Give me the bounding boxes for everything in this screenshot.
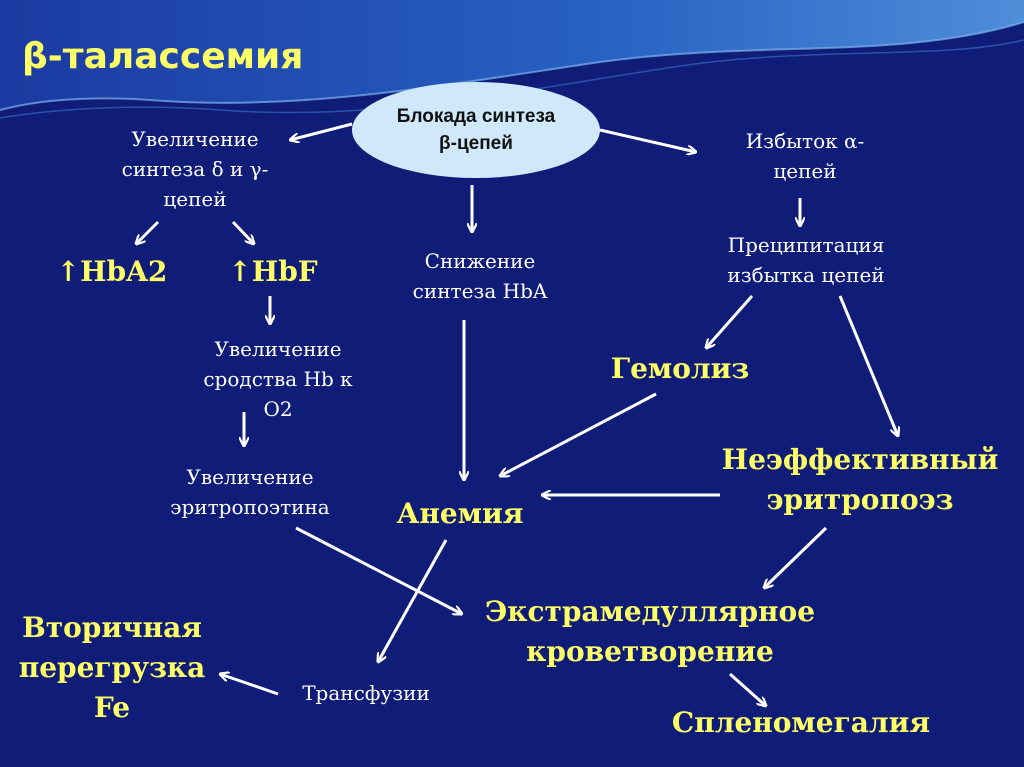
node-extramedullary-hematopoiesis: Экстрамедуллярное кроветворение (484, 595, 816, 668)
node-ineffective-erythropoiesis: Неэффективный эритропоэз (721, 443, 999, 516)
node-affinity: Увеличение сродства Hb к O2 (203, 337, 353, 421)
node-precipitation: Преципитация избытка цепей (727, 233, 885, 287)
node-hba2: ↑HbA2 (56, 255, 168, 288)
node-increase-delta-gamma: Увеличение синтеза δ и γ- цепей (121, 127, 269, 211)
node-transfusions: Трансфузии (302, 681, 430, 705)
center-node-oval: Блокада синтеза β-цепей (352, 82, 600, 178)
slide-title: β-талассемия (22, 36, 304, 77)
center-node-label: Блокада синтеза β-цепей (396, 106, 556, 154)
node-splenomegaly: Спленомегалия (671, 706, 931, 739)
node-iron-overload: Вторичная перегрузка Fe (18, 611, 206, 724)
node-epo: Увеличение эритропоэтина (170, 465, 330, 519)
node-alpha-excess: Избыток α- цепей (745, 129, 865, 183)
node-hemolysis: Гемолиз (610, 352, 750, 385)
node-anemia: Анемия (396, 497, 524, 530)
node-hbf: ↑HbF (228, 255, 318, 288)
node-decrease-hba: Снижение синтеза HbA (412, 249, 548, 303)
